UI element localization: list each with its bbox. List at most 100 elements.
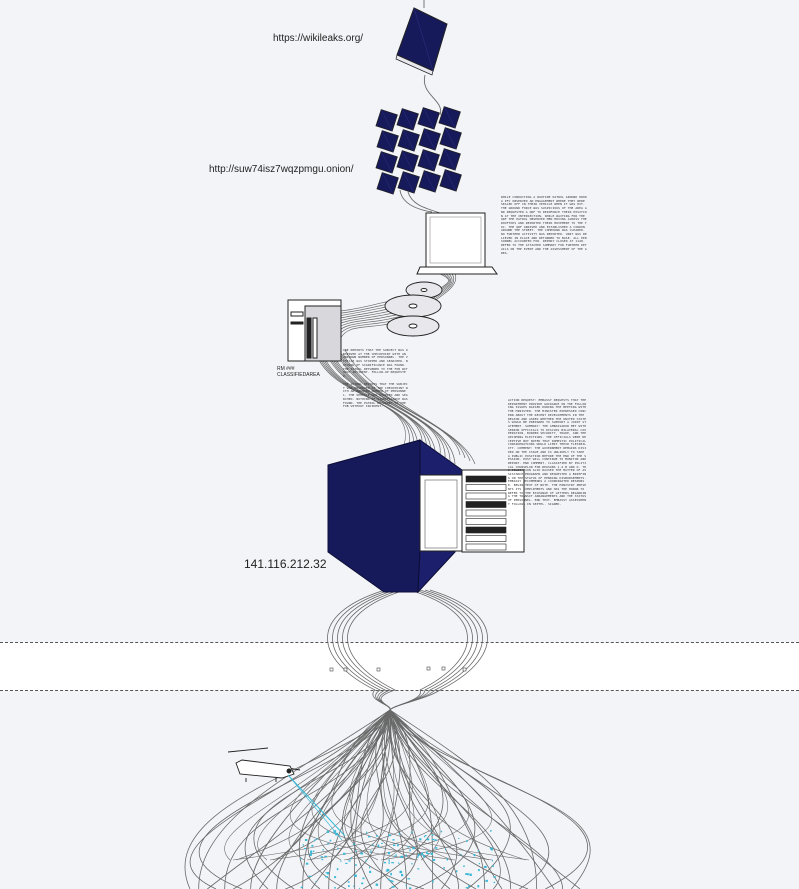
desktop-tower-icon[interactable] (287, 299, 342, 362)
scatter-point (399, 870, 403, 874)
scatter-point (350, 857, 352, 860)
cable-notes-text: ACTION REQUEST: EMBASSY REQUESTS THAT TH… (508, 399, 587, 506)
scatter-point (383, 861, 387, 864)
document-tile-icon (438, 106, 461, 129)
document-tile-icon (375, 109, 398, 132)
scatter-point (308, 875, 312, 877)
scatter-point (324, 855, 328, 858)
scatter-point (326, 830, 330, 833)
scatter-point (300, 886, 303, 889)
scatter-point (465, 873, 468, 875)
document-tile-icon (396, 108, 419, 131)
server-notes-text: THE PATROL REPORTS THAT THE SUBJECT WAS … (343, 383, 408, 409)
wire (389, 709, 441, 861)
scatter-point (348, 860, 351, 862)
scatter-point (490, 830, 492, 832)
scatter-point (386, 868, 390, 872)
scatter-point (315, 881, 317, 883)
wire (309, 709, 391, 861)
scatter-point (314, 839, 316, 842)
document-tile-icon (397, 129, 420, 152)
wire (289, 709, 419, 861)
scatter-point (388, 861, 390, 865)
scatter-point (390, 880, 392, 882)
scatter-point (353, 885, 355, 887)
scatter-point (362, 877, 365, 880)
scatter-point (303, 848, 307, 850)
scatter-point (407, 878, 411, 880)
scatter-point (329, 839, 332, 842)
wikileaks-url-label: https://wikileaks.org/ (273, 33, 364, 44)
scatter-point (379, 846, 381, 849)
scatter-point (334, 876, 337, 879)
wire (306, 709, 449, 861)
wire (288, 709, 391, 861)
scatter-point (426, 853, 430, 855)
wire (389, 709, 501, 889)
helicopter-icon[interactable] (227, 747, 301, 782)
scatter-point (391, 880, 394, 883)
wire (346, 709, 395, 861)
server-rack-icon[interactable] (327, 439, 525, 594)
scatter-point (446, 858, 448, 861)
scatter-point (434, 847, 438, 849)
scatter-point (387, 851, 390, 855)
scatter-point (345, 862, 348, 864)
rack-slot (465, 501, 507, 508)
wire (198, 709, 391, 889)
wire (298, 709, 391, 889)
scatter-point (440, 830, 443, 833)
laptop-icon[interactable] (416, 212, 498, 275)
wire (389, 709, 538, 889)
scatter-point (430, 830, 432, 832)
wire (189, 709, 391, 889)
wire (334, 349, 451, 462)
wire (233, 709, 391, 889)
disc-icon (384, 281, 443, 337)
wire (232, 709, 413, 861)
scatter-point (484, 865, 487, 868)
wire (343, 709, 470, 861)
document-tile-icon (417, 107, 440, 130)
wire (389, 709, 512, 889)
wire (388, 709, 460, 889)
wire (332, 353, 446, 459)
scatter-point (340, 860, 342, 862)
wire (389, 589, 488, 711)
scatter-point (354, 874, 357, 877)
rack-slot (465, 475, 507, 483)
document-tile-icon (376, 172, 399, 195)
scatter-point (465, 887, 469, 889)
wire (384, 709, 418, 889)
node (462, 667, 467, 672)
scatter-point (492, 865, 494, 867)
wire (276, 709, 391, 889)
scatter-point (368, 836, 371, 838)
scatter-point (422, 852, 424, 854)
book-icon[interactable] (395, 7, 448, 76)
scatter-point (381, 842, 383, 844)
scatter-point (401, 874, 404, 877)
scatter-point (369, 866, 371, 869)
wire (349, 709, 530, 861)
wire (327, 589, 391, 711)
scatter-point (456, 870, 458, 873)
wire (389, 709, 527, 861)
scatter-point (321, 858, 324, 861)
wire (250, 709, 391, 889)
scatter-point (400, 855, 404, 858)
scatter-point (411, 862, 413, 865)
wire (322, 353, 423, 456)
scatter-point (395, 854, 397, 857)
wire (328, 351, 436, 465)
scatter-point (424, 835, 427, 837)
scatter-point (335, 832, 339, 836)
scatter-point (309, 853, 312, 856)
scatter-point (322, 849, 324, 851)
server-notes-text: ONE REPORTS THAT THE SUBJECT WAS OBSERVE… (343, 349, 408, 378)
scatter-point (348, 885, 350, 888)
wire (342, 353, 471, 462)
scatter-point (477, 885, 480, 888)
scatter-point (432, 880, 434, 883)
rack-slot (465, 543, 507, 551)
